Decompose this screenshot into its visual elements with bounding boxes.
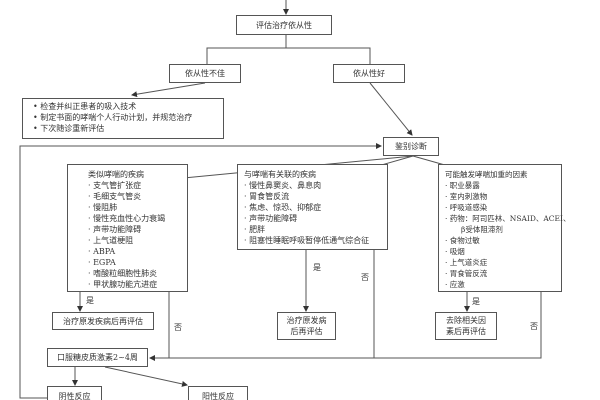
list-item: · 胃食管反流: [244, 192, 290, 201]
list-item: · 声带功能障碍: [244, 214, 298, 223]
list-item: β受体阻滞剂: [461, 225, 503, 234]
list-item: · 职业暴露: [445, 181, 480, 190]
action-item: • 制定书面的哮喘个人行动计划，并规范治疗: [33, 113, 193, 122]
result-line: 去除相关因: [446, 316, 486, 325]
list-item: · 上气道梗阻: [88, 236, 134, 245]
list-item: · 应激: [445, 280, 465, 289]
list-item: · 焦虑、惊恐、抑郁症: [244, 203, 322, 212]
list-item: · 声带功能障碍: [88, 225, 142, 234]
list-item: · 毛细支气管炎: [88, 192, 142, 201]
yes-label: 是: [86, 296, 94, 305]
list-item: · ABPA: [88, 247, 116, 256]
result-line: 素后再评估: [446, 327, 486, 336]
no-label: 否: [361, 273, 369, 282]
treat-primary-box-2: 治疗原发病 后再评估: [277, 312, 336, 340]
list-item: · 呼吸道感染: [445, 203, 488, 212]
list-item: · 吸烟: [445, 247, 465, 256]
list-item: · 室内刺激物: [445, 192, 488, 201]
box-title: 可能触发哮喘加重的因素: [445, 170, 528, 179]
yes-label: 是: [313, 263, 321, 272]
box-title: 与哮喘有关联的疾病: [244, 170, 316, 179]
list-item: · 胃食管反流: [445, 269, 488, 278]
positive-response-box: 阳性反应: [188, 386, 248, 400]
list-item: · 支气管扩张症: [88, 181, 142, 190]
list-item: · 甲状腺功能亢进症: [88, 280, 158, 289]
no-label: 否: [174, 323, 182, 332]
loop-back: [19, 143, 382, 399]
box-title: 类似哮喘的疾病: [88, 170, 144, 179]
line-branch: [206, 47, 371, 64]
list-item: · 肥胖: [244, 225, 266, 234]
good-adherence-box: 依从性好: [333, 64, 405, 83]
list-item: · 上气道炎症: [445, 258, 488, 267]
arrow-good: [369, 82, 413, 136]
list-item: · 阻塞性睡眠呼吸暂停低通气综合征: [244, 236, 370, 245]
list-item: · 慢性充血性心力衰竭: [88, 214, 166, 223]
list-item: · 食物过敏: [445, 236, 480, 245]
poor-adherence-box: 依从性不佳: [169, 64, 241, 83]
list-item: · 药物：阿司匹林、NSAID、ACEI、: [445, 214, 571, 223]
trigger-factors-box: 可能触发哮喘加重的因素 · 职业暴露 · 室内刺激物 · 呼吸道感染 · 药物：…: [438, 164, 571, 292]
list-item: · 慢性鼻窦炎、鼻息肉: [244, 181, 322, 190]
arrow-poor: [131, 82, 206, 98]
remove-factors-box: 去除相关因 素后再评估: [435, 312, 497, 340]
negative-response-box: 阴性反应: [47, 386, 102, 400]
result-line: 后再评估: [290, 327, 323, 336]
asthma-associated-diseases-box: 与哮喘有关联的疾病 · 慢性鼻窦炎、鼻息肉 · 胃食管反流 · 焦虑、惊恐、抑郁…: [237, 164, 388, 250]
list-item: · EGPA: [88, 258, 116, 267]
action-item: • 下次随诊重新评估: [33, 124, 105, 133]
asthma-like-diseases-box: 类似哮喘的疾病 · 支气管扩张症 · 毛细支气管炎 · 慢阻肺 · 慢性充血性心…: [67, 164, 188, 292]
list-item: · 慢阻肺: [88, 203, 118, 212]
differential-diagnosis-box: 鉴别诊断: [383, 137, 439, 156]
yes-label: 是: [472, 297, 480, 306]
treat-primary-disease-box: 治疗原发疾病后再评估: [52, 312, 154, 330]
result-line: 治疗原发病: [286, 316, 327, 325]
assess-adherence-box: 评估治疗依从性: [236, 15, 332, 35]
action-item: • 检查并纠正患者的吸入技术: [33, 102, 137, 111]
poor-adherence-actions: • 检查并纠正患者的吸入技术 • 制定书面的哮喘个人行动计划，并规范治疗 • 下…: [22, 98, 224, 139]
oral-steroid-box: 口服糖皮质激素2~4周: [47, 348, 148, 367]
no-label: 否: [530, 322, 538, 331]
list-item: · 嗜酸粒细胞性肺炎: [88, 269, 158, 278]
